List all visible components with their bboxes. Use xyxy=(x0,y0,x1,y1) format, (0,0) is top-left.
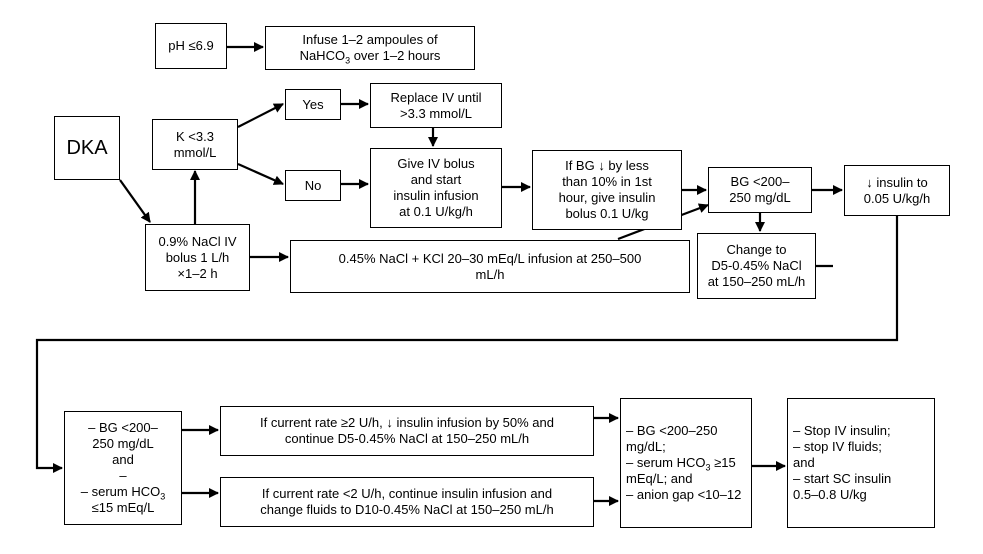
crit-line2: 250 mg/dL xyxy=(92,436,154,451)
rate-low-box: If current rate <2 U/h, continue insulin… xyxy=(220,477,594,527)
crit-line6: ≤15 mEq/L xyxy=(91,500,155,515)
bicarb-line1: Infuse 1–2 ampoules of xyxy=(302,32,438,47)
replace-box: Replace IV until >3.3 mmol/L xyxy=(370,83,502,128)
resolve-line4: mEq/L; and xyxy=(626,471,693,486)
ifbg-line3: hour, give insulin xyxy=(558,190,656,205)
bolus-line1: Give IV bolus xyxy=(397,156,475,171)
bicarb-line2a: NaHCO xyxy=(299,48,346,63)
rate-high-line2: continue D5-0.45% NaCl at 150–250 mL/h xyxy=(284,431,530,446)
reduce-box: ↓ insulin to 0.05 U/kg/h xyxy=(844,165,950,216)
stop-line2: – stop IV fluids; xyxy=(793,439,882,454)
nacl045-line1: 0.45% NaCl + KCl 20–30 mEq/L infusion at… xyxy=(338,250,642,266)
stop-line5: 0.5–0.8 U/kg xyxy=(793,487,867,502)
nacl09-line2: bolus 1 L/h xyxy=(165,249,230,265)
stop-line4: – start SC insulin xyxy=(793,471,892,486)
bicarb-line2b: over 1–2 hours xyxy=(350,48,441,63)
arrow-k-to-no xyxy=(237,162,284,186)
rate-high-line1: If current rate ≥2 U/h, ↓ insulin infusi… xyxy=(259,415,554,430)
resolve-line3a: – serum HCO xyxy=(626,455,706,470)
replace-line2: >3.3 mmol/L xyxy=(400,105,472,121)
criteria-box: – BG <200– 250 mg/dL and – – serum HCO3 … xyxy=(64,411,182,525)
ph-text: pH ≤6.9 xyxy=(168,38,214,53)
bg200-line1: BG <200– xyxy=(730,174,790,189)
change-line2: D5-0.45% NaCl xyxy=(711,258,802,273)
stop-line1: – Stop IV insulin; xyxy=(793,423,891,438)
stop-box: – Stop IV insulin; – stop IV fluids; and… xyxy=(787,398,935,528)
bg200-line2: 250 mg/dL xyxy=(729,190,791,205)
bolus-line3: insulin infusion xyxy=(393,188,479,203)
bolus-line4: at 0.1 U/kg/h xyxy=(399,204,473,219)
rate-low-line2: change fluids to D10-0.45% NaCl at 150–2… xyxy=(260,502,554,517)
resolve-line3b: ≥15 xyxy=(710,455,736,470)
nacl045-line2: mL/h xyxy=(475,266,505,282)
resolve-line1: – BG <200–250 xyxy=(626,423,718,438)
change-line3: at 150–250 mL/h xyxy=(707,274,806,289)
ph-box: pH ≤6.9 xyxy=(155,23,227,69)
change-line1: Change to xyxy=(726,242,787,257)
dka-text: DKA xyxy=(66,137,108,159)
resolution-box: – BG <200–250 mg/dL; – serum HCO3 ≥15 mE… xyxy=(620,398,752,528)
bolus-box: Give IV bolus and start insulin infusion… xyxy=(370,148,502,228)
k-line1: K <3.3 xyxy=(176,128,214,144)
nacl09-line3: ×1–2 h xyxy=(177,265,218,281)
ifbg-box: If BG ↓ by less than 10% in 1st hour, gi… xyxy=(532,150,682,230)
nacl09-line1: 0.9% NaCl IV xyxy=(158,233,237,249)
rate-high-box: If current rate ≥2 U/h, ↓ insulin infusi… xyxy=(220,406,594,456)
reduce-line1: ↓ insulin to xyxy=(866,174,928,190)
ifbg-line2: than 10% in 1st xyxy=(562,174,652,189)
resolve-line2: mg/dL; xyxy=(626,439,666,454)
crit-line3: and xyxy=(112,452,134,467)
no-text: No xyxy=(304,177,322,193)
resolve-line3sub: 3 xyxy=(705,462,711,473)
no-box: No xyxy=(285,170,341,201)
yes-box: Yes xyxy=(285,89,341,120)
ifbg-line1: If BG ↓ by less xyxy=(565,158,649,173)
crit-line5sub: 3 xyxy=(160,491,166,502)
arrow-reduce-to-crit xyxy=(35,216,899,473)
stop-line3: and xyxy=(793,455,815,470)
bg200-box: BG <200– 250 mg/dL xyxy=(708,167,812,213)
bicarb-line2sub: 3 xyxy=(345,55,351,66)
dka-box: DKA xyxy=(54,116,120,180)
bicarb-box: Infuse 1–2 ampoules of NaHCO3 over 1–2 h… xyxy=(265,26,475,70)
k-line2: mmol/L xyxy=(173,144,217,160)
crit-line4: – xyxy=(119,468,127,483)
arrow-dka-to-nacl09 xyxy=(119,179,151,223)
rate-low-line1: If current rate <2 U/h, continue insulin… xyxy=(261,486,553,501)
nacl09-box: 0.9% NaCl IV bolus 1 L/h ×1–2 h xyxy=(145,224,250,291)
ifbg-line4: bolus 0.1 U/kg xyxy=(565,206,649,221)
crit-line5: – serum HCO xyxy=(80,484,161,499)
reduce-line2: 0.05 U/kg/h xyxy=(863,190,931,206)
resolve-line5: – anion gap <10–12 xyxy=(626,487,742,502)
k-box: K <3.3 mmol/L xyxy=(152,119,238,170)
nacl045-box: 0.45% NaCl + KCl 20–30 mEq/L infusion at… xyxy=(290,240,690,293)
crit-line1: – BG <200– xyxy=(88,420,158,435)
bolus-line2: and start xyxy=(410,172,462,187)
replace-line1: Replace IV until xyxy=(390,89,482,105)
change-box: Change to D5-0.45% NaCl at 150–250 mL/h xyxy=(697,233,816,299)
yes-text: Yes xyxy=(302,96,324,112)
arrow-k-to-yes xyxy=(237,103,284,128)
